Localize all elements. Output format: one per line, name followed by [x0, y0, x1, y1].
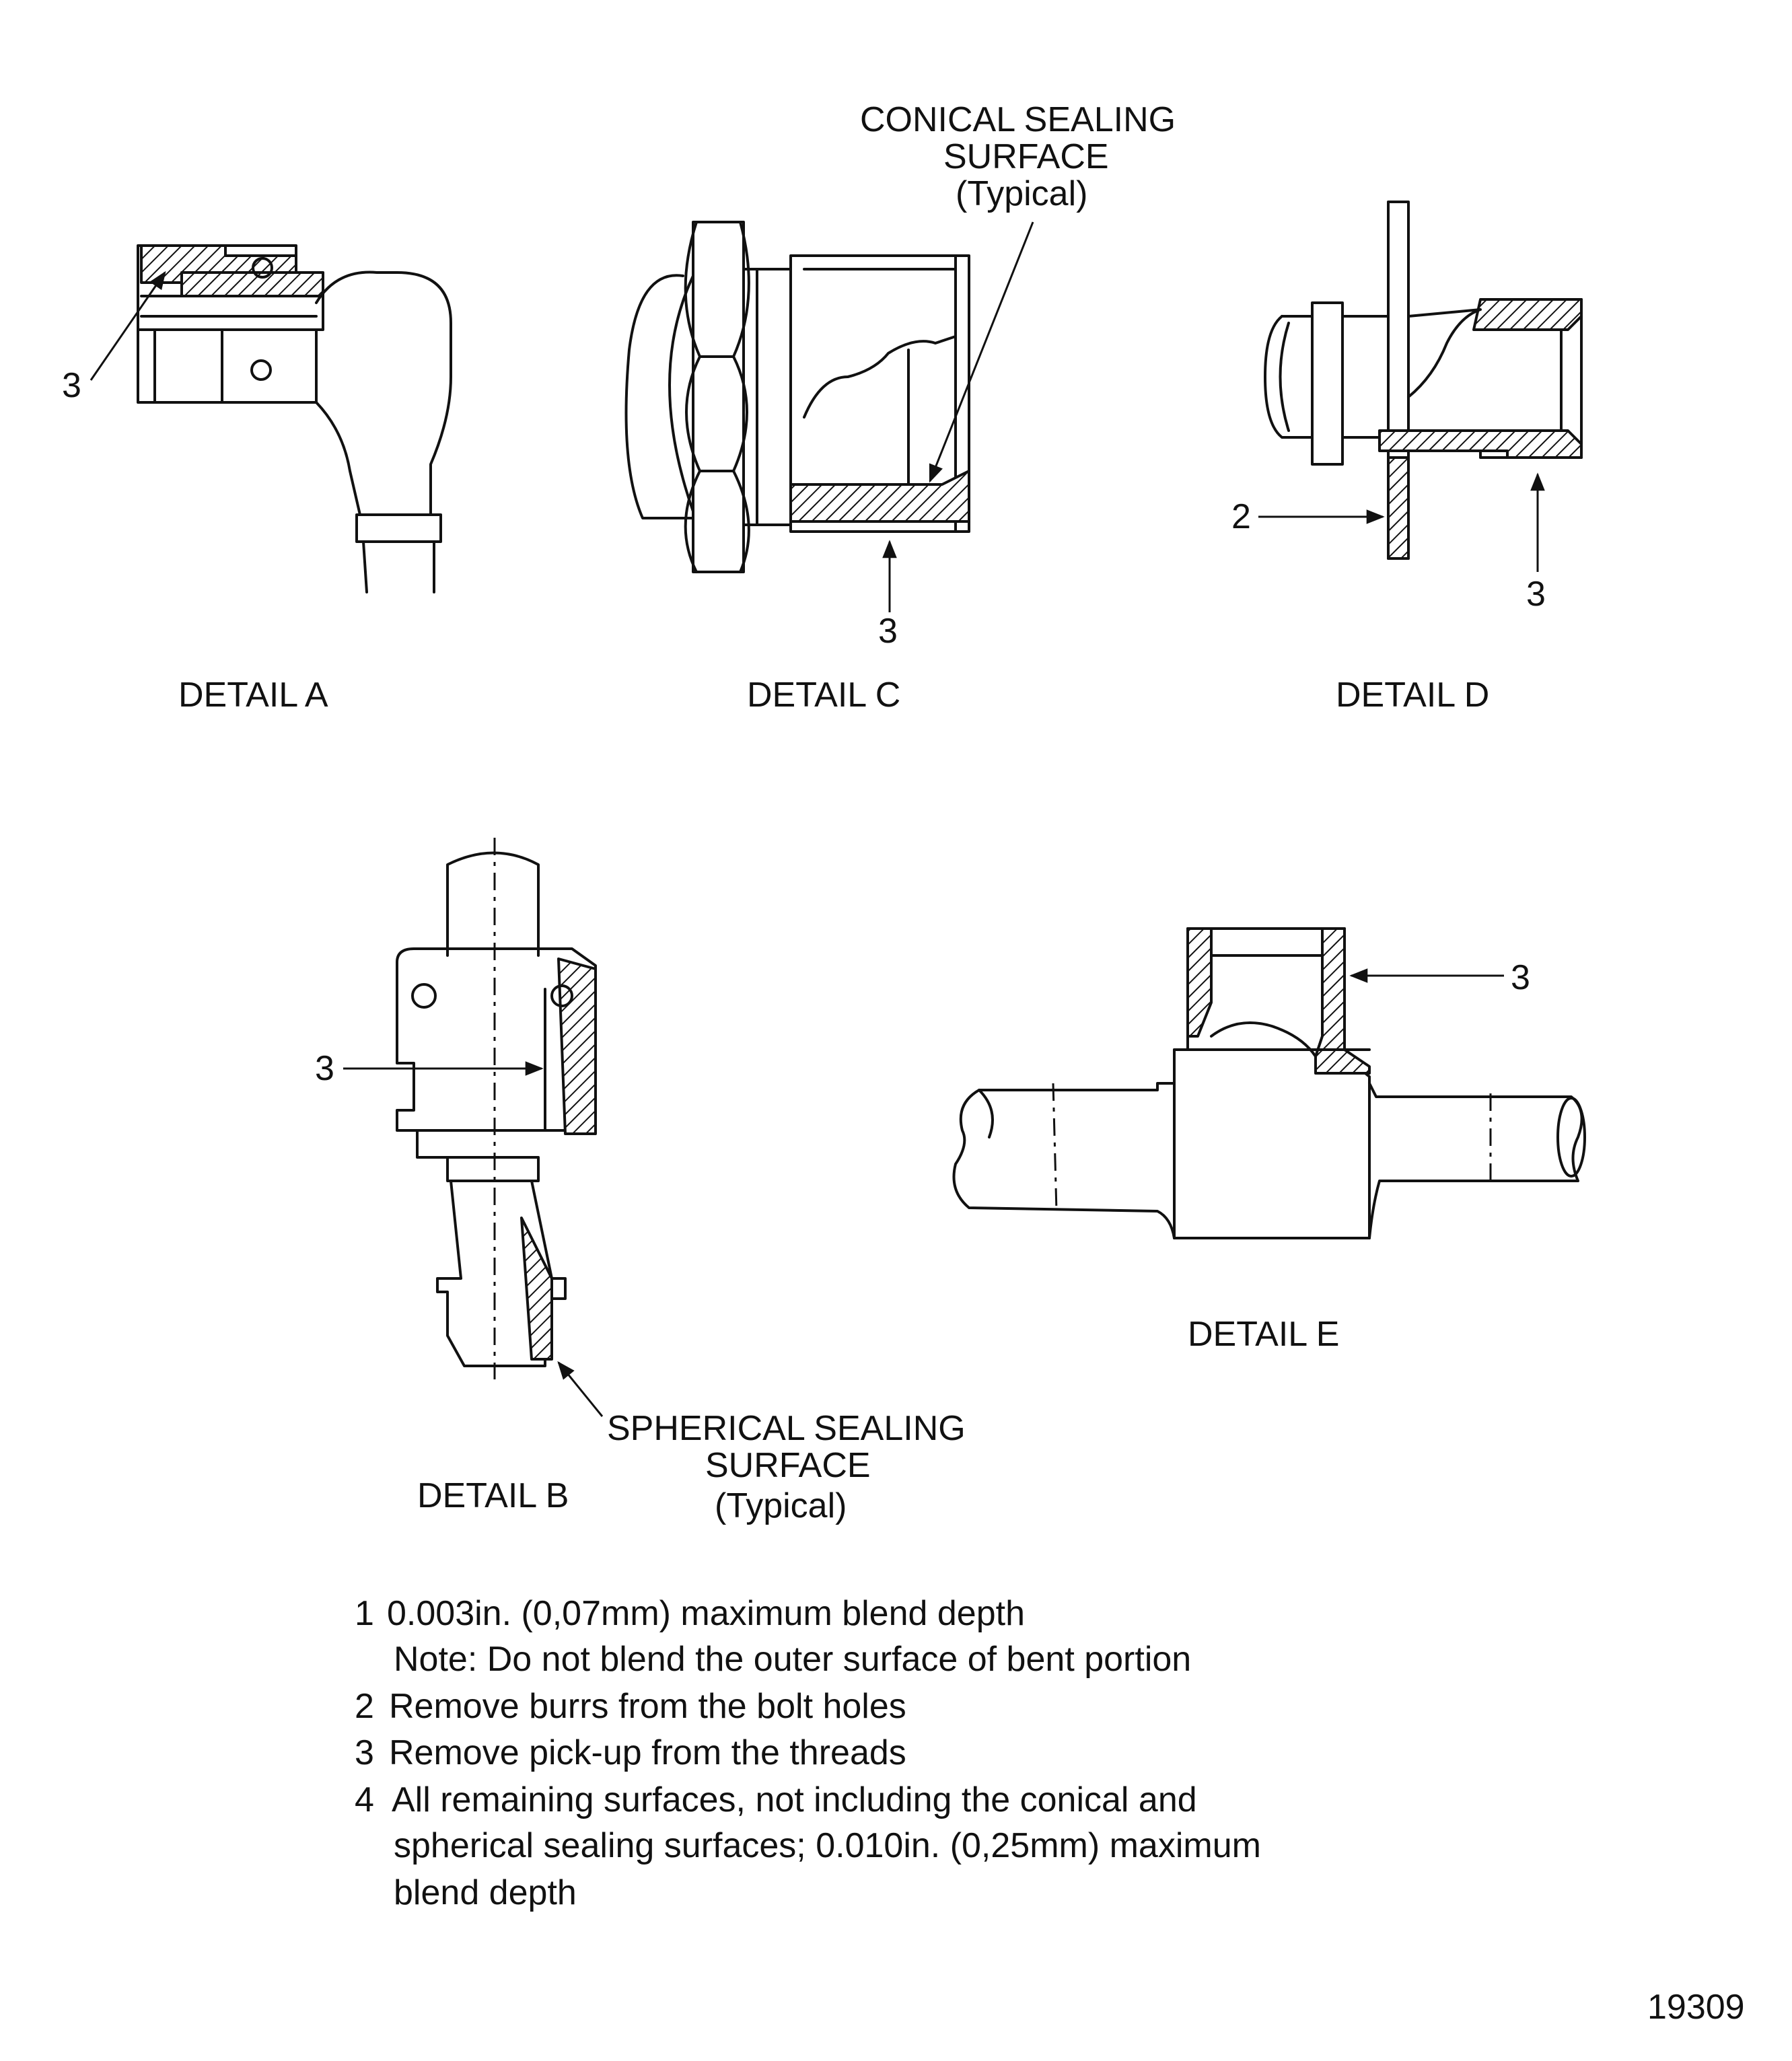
figure-number: 19309	[1647, 1988, 1745, 2027]
conical-arrow	[929, 221, 1034, 483]
note-1-line2: Note: Do not blend the outer surface of …	[394, 1640, 1191, 1679]
note-3-number: 3	[355, 1733, 374, 1772]
detail-a: 3 DETAIL A	[62, 244, 452, 715]
detail-e-caption: DETAIL E	[1188, 1315, 1339, 1354]
detail-c-fitting	[624, 221, 970, 573]
notes-list: 1 0.003in. (0,07mm) maximum blend depth …	[355, 1594, 1261, 1912]
detail-b-callout-3: 3	[315, 1049, 334, 1088]
note-2-number: 2	[355, 1687, 374, 1726]
spherical-label-line3: (Typical)	[715, 1486, 847, 1525]
spherical-arrow	[557, 1361, 604, 1417]
conical-label-line2: SURFACE	[943, 137, 1109, 176]
spherical-label-line1: SPHERICAL SEALING	[607, 1409, 966, 1448]
detail-c-callout-3: 3	[878, 612, 898, 651]
note-1-number: 1	[355, 1594, 374, 1633]
note-4-number: 4	[355, 1780, 374, 1819]
detail-c: CONICAL SEALING SURFACE (Typical) 3 DETA…	[624, 100, 1176, 715]
note-4-line3: blend depth	[394, 1873, 577, 1912]
spherical-label-line2: SURFACE	[705, 1446, 871, 1485]
detail-b: 3 SPHERICAL SEALING SURFACE (Typical) DE…	[315, 838, 966, 1525]
detail-e-fitting	[952, 927, 1586, 1239]
detail-d-caption: DETAIL D	[1336, 676, 1489, 715]
detail-b-caption: DETAIL B	[417, 1476, 569, 1515]
detail-d-fitting	[1264, 201, 1583, 560]
note-1-line1: 0.003in. (0,07mm) maximum blend depth	[387, 1594, 1025, 1633]
detail-b-fitting	[396, 838, 597, 1379]
detail-a-caption: DETAIL A	[178, 676, 328, 715]
note-3-line1: Remove pick-up from the threads	[389, 1733, 906, 1772]
note-4-line2: spherical sealing surfaces; 0.010in. (0,…	[394, 1826, 1261, 1865]
detail-d-callout-2: 2	[1231, 497, 1251, 536]
detail-a-arrow	[89, 270, 166, 381]
detail-a-fitting	[137, 244, 452, 593]
detail-d-callout-3: 3	[1526, 575, 1546, 614]
note-2-line1: Remove burrs from the bolt holes	[389, 1687, 906, 1726]
note-4-line1: All remaining surfaces, not including th…	[392, 1780, 1197, 1819]
detail-d: 2 3 DETAIL D	[1231, 201, 1583, 715]
detail-e-callout-3: 3	[1511, 958, 1530, 997]
conical-label-line3: (Typical)	[956, 174, 1087, 213]
conical-label-line1: CONICAL SEALING	[860, 100, 1176, 139]
detail-c-caption: DETAIL C	[747, 676, 900, 715]
detail-e: 3 DETAIL E	[952, 927, 1586, 1354]
detail-a-callout-3: 3	[62, 366, 81, 405]
